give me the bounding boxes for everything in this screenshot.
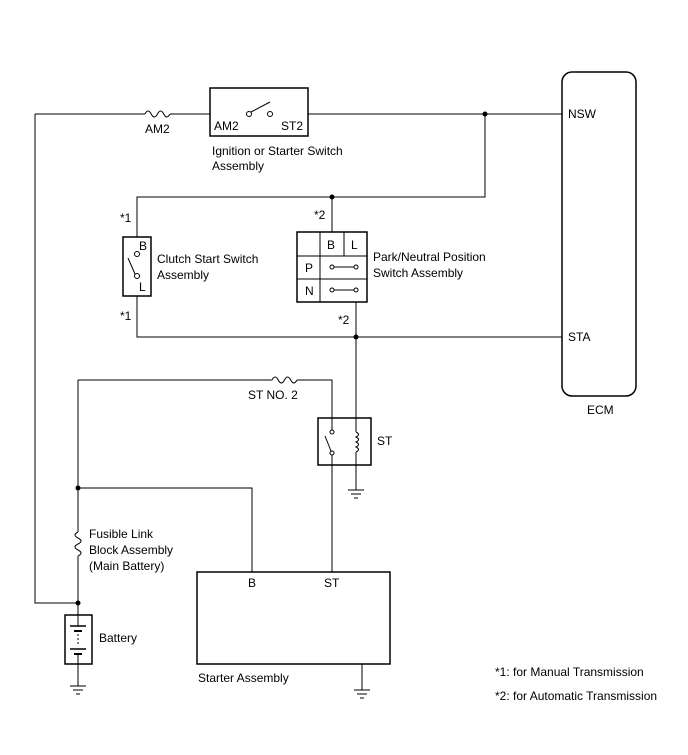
note-star2-top: *2 <box>314 208 326 222</box>
junction-dot <box>482 111 488 117</box>
starter-assembly-box <box>196 571 391 665</box>
wire-left-vertical <box>34 114 78 604</box>
st-no2-fuse-icon <box>271 376 298 384</box>
clutch-switch-name-1: Clutch Start Switch <box>157 252 258 266</box>
ecm-sta-terminal: STA <box>568 330 590 344</box>
ecm-box <box>561 71 637 397</box>
footnote-automatic: *2: for Automatic Transmission <box>495 689 657 703</box>
st-relay-coil-icon <box>354 418 359 465</box>
wire-b-to-starter <box>78 487 253 572</box>
junction-dot <box>75 600 81 606</box>
junctions <box>75 111 488 606</box>
am2-fuse-icon <box>144 110 171 118</box>
st-relay-label: ST <box>377 434 393 448</box>
wire-stno2-to-relay <box>297 379 333 418</box>
note-star2-bottom: *2 <box>338 313 350 327</box>
ignition-switch-name-2: Assembly <box>212 159 264 173</box>
junction-dot <box>75 485 81 491</box>
battery-cells-icon <box>70 615 86 664</box>
note-star1-top: *1 <box>120 211 132 225</box>
starter-assembly-name: Starter Assembly <box>198 671 289 685</box>
junction-dot <box>329 194 335 200</box>
starter-st-terminal: ST <box>324 576 340 590</box>
ignition-switch-box <box>209 87 309 137</box>
pn-p-row: P <box>305 261 313 275</box>
pn-n-contact-icon <box>329 287 359 293</box>
ecm-name: ECM <box>587 403 614 417</box>
ignition-switch-contact-icon <box>246 101 273 117</box>
wire-branch-485 <box>136 114 486 237</box>
clutch-switch-name-2: Assembly <box>157 268 209 282</box>
clutch-b-terminal: B <box>139 239 147 253</box>
fusible-link-name-1: Fusible Link <box>89 527 154 541</box>
fusible-link-icon <box>74 531 82 557</box>
footnote-manual: *1: for Manual Transmission <box>495 665 644 679</box>
wires <box>34 113 562 690</box>
am2-fuse-label: AM2 <box>145 122 170 136</box>
ignition-am2-terminal: AM2 <box>214 119 239 133</box>
ground-icon <box>70 685 86 695</box>
pn-b-terminal: B <box>327 238 335 252</box>
st-no2-fuse-label: ST NO. 2 <box>248 388 298 402</box>
ignition-st2-terminal: ST2 <box>281 119 303 133</box>
pn-n-row: N <box>305 284 314 298</box>
st-relay-box <box>317 417 372 466</box>
ground-icon <box>354 689 370 699</box>
pn-l-terminal: L <box>351 238 358 252</box>
starter-b-terminal: B <box>248 576 256 590</box>
clutch-switch-box <box>122 236 152 297</box>
pn-switch-name-1: Park/Neutral Position <box>373 250 486 264</box>
fusible-link-name-2: Block Assembly <box>89 543 173 557</box>
clutch-switch-contact-icon <box>127 251 140 279</box>
pn-p-contact-icon <box>329 264 359 270</box>
ecm-nsw-terminal: NSW <box>568 107 597 121</box>
wire-clutch-to-sta <box>136 296 562 338</box>
ground-icon <box>348 489 364 499</box>
ignition-switch-name-1: Ignition or Starter Switch <box>212 144 343 158</box>
battery-label: Battery <box>99 631 137 645</box>
clutch-l-terminal: L <box>139 280 146 294</box>
junction-dot <box>353 334 359 340</box>
note-star1-bottom: *1 <box>120 309 132 323</box>
fusible-link-name-3: (Main Battery) <box>89 559 164 573</box>
st-relay-contact-icon <box>324 418 335 465</box>
pn-switch-name-2: Switch Assembly <box>373 266 463 280</box>
